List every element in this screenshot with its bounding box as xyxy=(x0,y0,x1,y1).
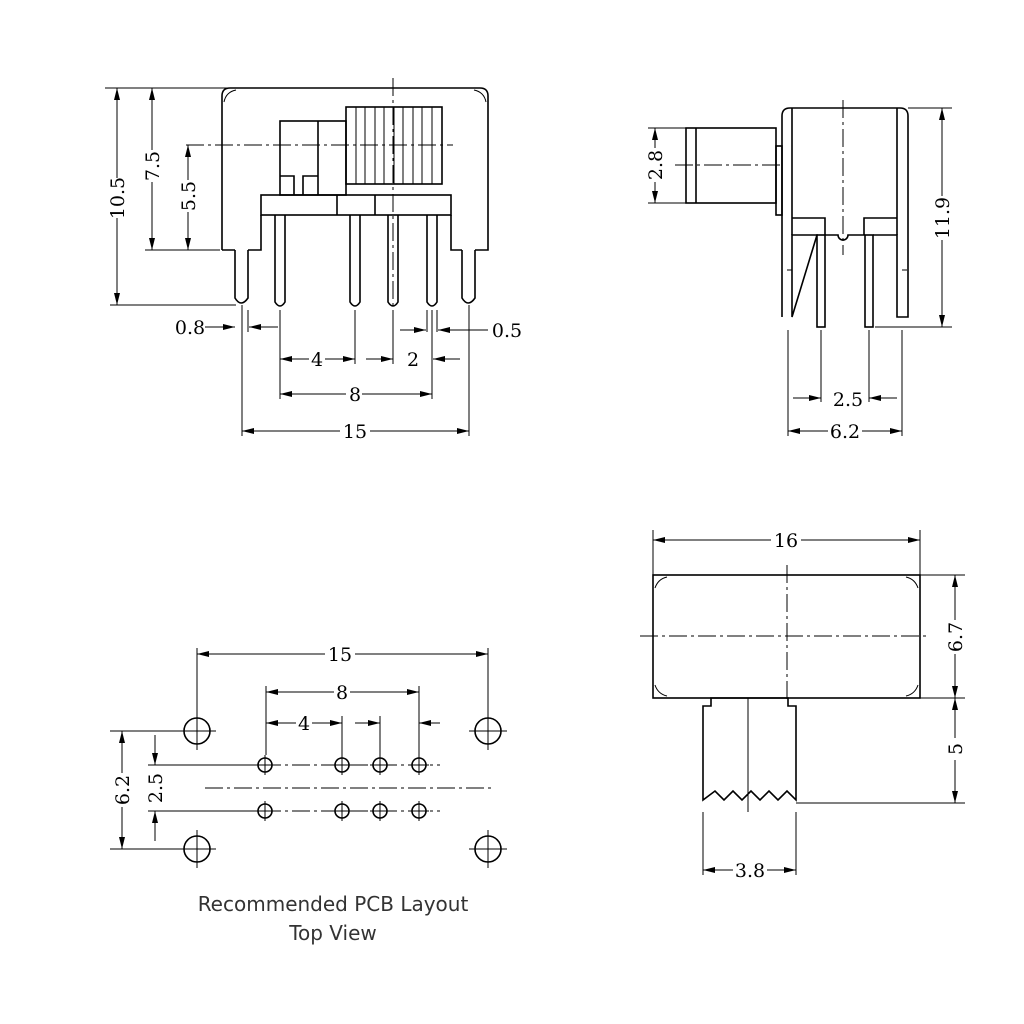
pcb-dim-2-5: 2.5 xyxy=(145,773,167,803)
front-body-outline xyxy=(221,87,489,251)
pin-holes xyxy=(205,755,495,821)
dim-pitch-4: 4 xyxy=(311,349,323,371)
pcb-dim-6-2: 6.2 xyxy=(112,775,134,805)
side-view: 2.8 11.9 2.5 6.2 xyxy=(642,100,955,443)
front-view: 10.5 7.5 5.5 0.8 0.5 4 2 8 15 xyxy=(104,78,522,443)
dim-height-5-5: 5.5 xyxy=(178,181,200,211)
pcb-caption-subtitle: Top View xyxy=(288,921,377,945)
mounting-holes xyxy=(178,712,507,868)
dim-height-7-5: 7.5 xyxy=(142,151,164,181)
dim-span-15: 15 xyxy=(343,421,367,443)
top-dim-3-8: 3.8 xyxy=(735,860,765,882)
dim-pitch-2: 2 xyxy=(407,349,419,371)
dim-actuator-2-8: 2.8 xyxy=(645,150,667,180)
side-body-outline xyxy=(781,107,909,318)
top-actuator xyxy=(702,697,797,802)
pcb-dim-15: 15 xyxy=(328,644,352,666)
top-dim-5: 5 xyxy=(945,743,967,755)
side-pin-left xyxy=(816,234,826,328)
actuator-housing xyxy=(279,120,347,196)
side-pin-right xyxy=(864,234,874,328)
dim-span-8: 8 xyxy=(349,384,361,406)
top-dim-6-7: 6.7 xyxy=(945,622,967,652)
top-dim-16: 16 xyxy=(774,530,798,552)
pcb-dim-8: 8 xyxy=(336,682,348,704)
dim-leg-span-6-2: 6.2 xyxy=(830,421,860,443)
dim-height-10-5: 10.5 xyxy=(107,177,129,219)
pcb-caption-title: Recommended PCB Layout xyxy=(198,892,469,916)
pins xyxy=(234,215,476,307)
dim-pin-spacing-2-5: 2.5 xyxy=(833,389,863,411)
base-plate xyxy=(260,194,452,216)
dim-pin-0-8: 0.8 xyxy=(175,317,205,339)
top-view: 16 6.7 5 3.8 xyxy=(640,529,968,882)
dim-height-11-9: 11.9 xyxy=(932,197,954,239)
dim-pin-0-5: 0.5 xyxy=(492,320,522,342)
pcb-layout: 15 8 4 6.2 2.5 Recommended PCB Layout To… xyxy=(109,643,507,945)
pcb-dim-4: 4 xyxy=(298,713,310,735)
corner-radius-marks xyxy=(223,89,487,103)
